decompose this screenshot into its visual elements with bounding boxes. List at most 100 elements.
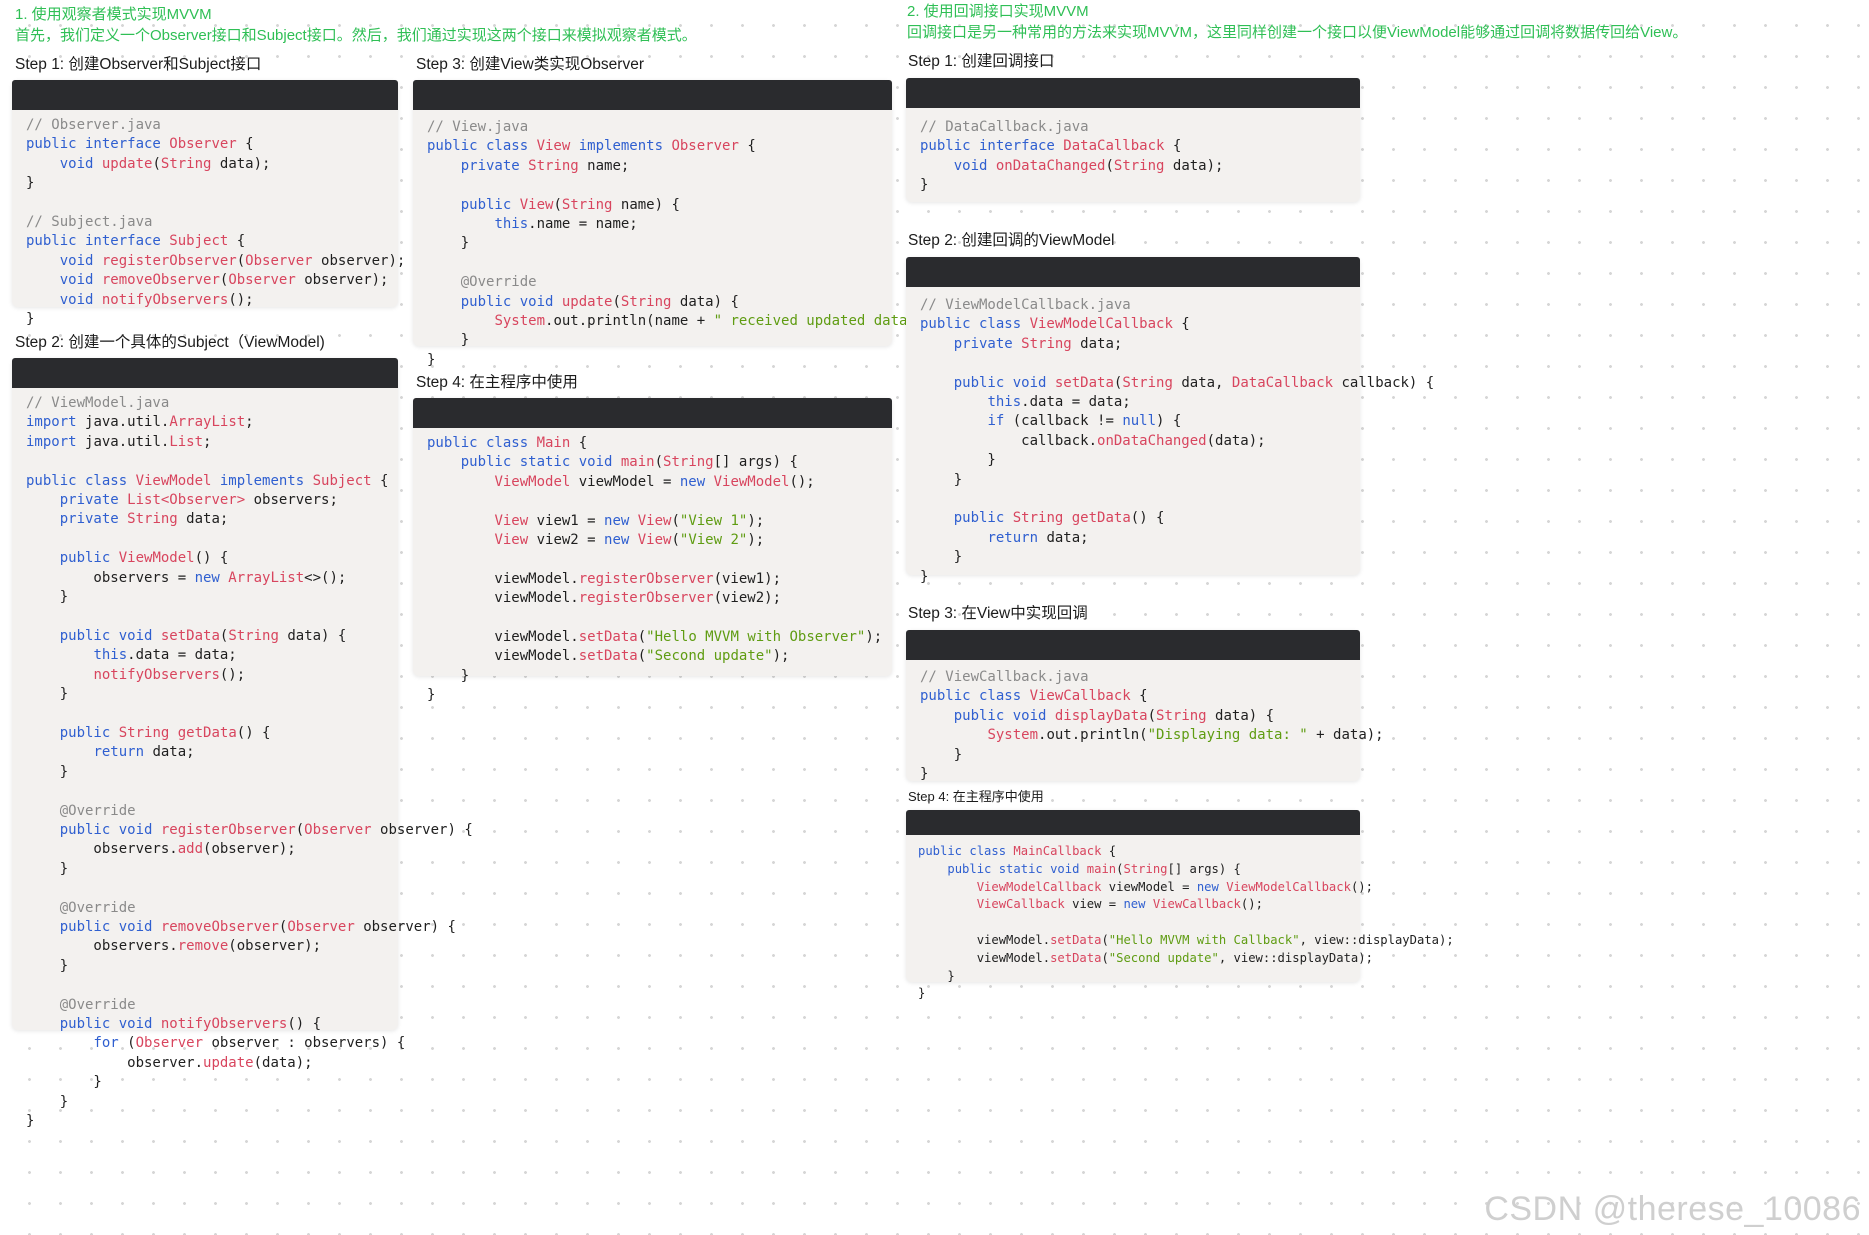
code-line: @Override: [26, 803, 136, 819]
code-block[interactable]: public class Main { public static void m…: [427, 434, 882, 706]
code-identifier: update: [561, 293, 613, 310]
code-text: (: [671, 512, 680, 529]
code-line: @Override: [427, 274, 537, 290]
code-text: }: [427, 687, 436, 704]
code-text: observer);: [295, 272, 389, 289]
code-card-header: [906, 257, 1360, 287]
code-identifier: setData: [1050, 932, 1102, 947]
code-text: observers.: [26, 841, 178, 858]
code-keyword: this: [987, 394, 1022, 411]
code-keyword: new: [1196, 879, 1227, 894]
code-identifier: ViewModelCallback: [1029, 316, 1173, 333]
code-text: [920, 727, 987, 743]
code-comment: // ViewCallback.java: [920, 669, 1089, 685]
code-text: );: [772, 648, 790, 665]
code-text: }: [26, 763, 69, 780]
code-text: {: [738, 138, 756, 155]
code-text: viewModel.: [427, 648, 579, 665]
code-text: data) {: [1206, 707, 1275, 724]
code-text: [427, 158, 461, 174]
code-line: public void setData(String data, DataCal…: [920, 374, 1435, 391]
code-text: }: [920, 452, 996, 469]
code-line: }: [920, 472, 962, 488]
code-text: );: [747, 532, 765, 549]
code-text: ) {: [1156, 413, 1182, 430]
code-text: + data);: [1307, 727, 1384, 744]
code-identifier: setData: [578, 629, 638, 646]
code-text: data;: [144, 744, 195, 761]
code-card-header: [413, 80, 892, 110]
code-identifier: notifyObservers: [101, 291, 229, 308]
code-line: observer.update(data);: [26, 1054, 312, 1071]
code-line: public void update(String data) {: [427, 294, 739, 310]
code-identifier: ArrayList: [228, 569, 305, 586]
code-text: }: [918, 986, 926, 1001]
code-line: }: [26, 861, 68, 877]
code-text: [427, 274, 461, 290]
code-text: [918, 862, 947, 876]
code-identifier: View: [519, 196, 554, 213]
code-line: import java.util.ArrayList;: [26, 414, 254, 430]
code-block[interactable]: // ViewModel.java import java.util.Array…: [26, 394, 473, 1131]
code-line: ViewModel viewModel = new ViewModel();: [427, 473, 815, 490]
code-line: }: [26, 589, 68, 605]
code-text: [26, 1035, 93, 1051]
code-text: (: [612, 293, 621, 310]
code-text: ();: [228, 291, 254, 308]
code-line: }: [26, 764, 68, 780]
step-title-callback-4: Step 4: 在主程序中使用: [908, 789, 1044, 804]
code-line: }: [26, 1094, 68, 1110]
code-text: view =: [1064, 897, 1124, 912]
code-text: (: [1147, 707, 1157, 724]
code-keyword: public interface: [920, 138, 1064, 155]
code-card-main: public class Main { public static void m…: [413, 398, 892, 703]
code-text: ();: [789, 473, 815, 490]
code-text: [920, 158, 954, 174]
code-string: " received updated data: ": [713, 313, 933, 330]
code-text: (: [127, 1035, 136, 1052]
code-line: return data;: [26, 744, 195, 761]
code-text: .data = data;: [1021, 394, 1131, 411]
code-text: {: [371, 472, 389, 489]
code-identifier: update: [203, 1054, 254, 1071]
code-block[interactable]: // Observer.java public interface Observ…: [26, 116, 405, 329]
code-text: data) {: [671, 293, 739, 310]
code-line: observers.add(observer);: [26, 841, 295, 858]
code-line: return data;: [920, 530, 1088, 546]
code-text: (: [1105, 157, 1114, 174]
code-identifier: MainCallback: [1013, 844, 1102, 858]
code-line: this.name = name;: [427, 216, 637, 232]
code-comment: // View.java: [427, 119, 529, 135]
code-keyword: public interface: [26, 233, 170, 250]
code-card-header: [906, 810, 1360, 835]
code-identifier: DataCallback: [1231, 374, 1334, 391]
intro-callback-heading: 2. 使用回调接口实现MVVM: [907, 3, 1089, 20]
code-text: [] args) {: [1167, 861, 1241, 876]
code-keyword: private: [59, 511, 128, 528]
code-identifier: setData: [160, 627, 220, 644]
code-line: }: [26, 686, 68, 702]
code-line: public void setData(String data) {: [26, 627, 347, 644]
code-text: data;: [177, 511, 229, 528]
code-text: .out.println(name +: [545, 313, 714, 330]
code-block[interactable]: // ViewModelCallback.java public class V…: [920, 296, 1434, 587]
code-line: }: [26, 175, 34, 191]
code-line: this.data = data;: [920, 394, 1131, 411]
code-line: if (callback != null) {: [920, 413, 1181, 429]
code-block[interactable]: public class MainCallback { public stati…: [918, 843, 1454, 1003]
code-block[interactable]: // View.java public class View implement…: [427, 118, 1009, 370]
code-line: }: [26, 311, 34, 327]
code-line: observers.remove(observer);: [26, 938, 321, 954]
code-identifier: ViewModel: [118, 550, 195, 567]
code-line: viewModel.setData("Second update", view:…: [918, 951, 1373, 965]
code-block[interactable]: // ViewCallback.java public class ViewCa…: [920, 668, 1384, 784]
code-identifier: removeObserver: [160, 918, 279, 935]
code-identifier: String: [1156, 707, 1207, 724]
code-block[interactable]: // DataCallback.java public interface Da…: [920, 118, 1223, 196]
code-keyword: public void: [59, 1016, 161, 1032]
code-text: (: [637, 629, 647, 646]
code-text: [26, 492, 60, 508]
code-text: viewModel.: [427, 629, 579, 646]
code-keyword: for: [93, 1035, 128, 1052]
code-card-header: [906, 630, 1360, 660]
